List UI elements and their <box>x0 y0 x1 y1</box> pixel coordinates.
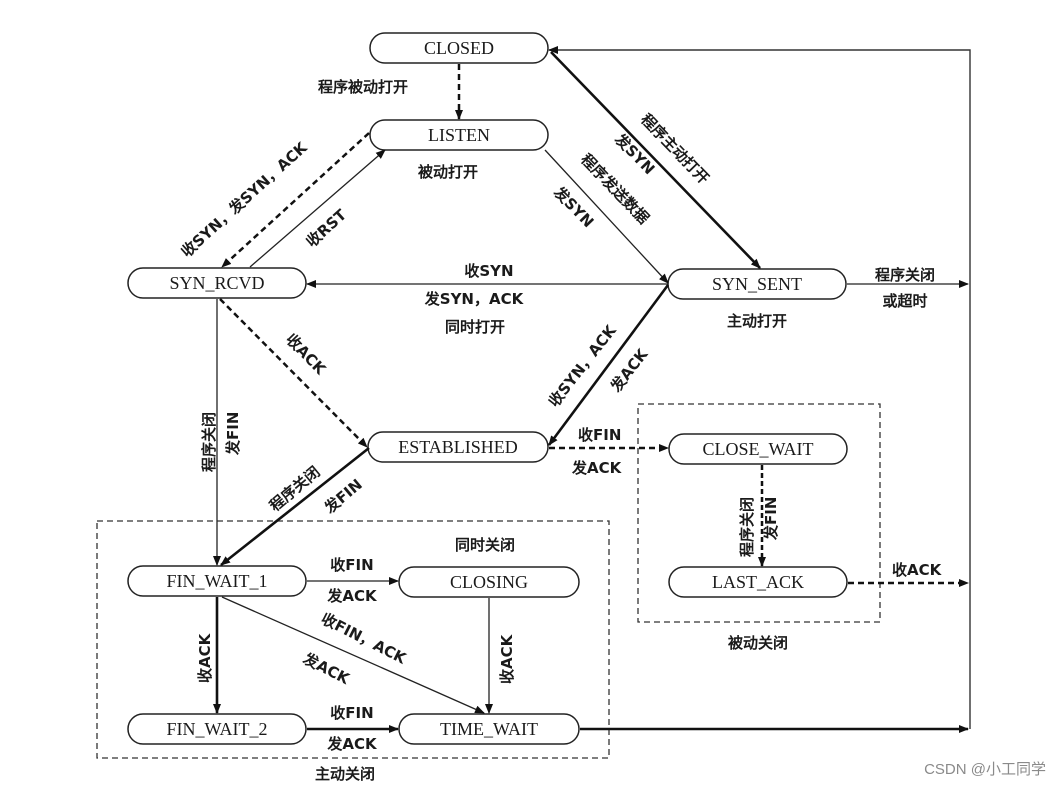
watermark: CSDN @小工同学 <box>924 761 1046 778</box>
label-simul-close: 同时关闭 <box>455 536 515 554</box>
label-cw-send-fin: 发FIN <box>762 497 780 541</box>
label-send-ack-2: 发ACK <box>571 459 623 477</box>
svg-text:FIN_WAIT_1: FIN_WAIT_1 <box>167 571 268 591</box>
active-close-box <box>96 520 610 759</box>
edge-established-finwait1 <box>220 446 370 567</box>
svg-text:FIN_WAIT_2: FIN_WAIT_2 <box>167 719 268 739</box>
label-recv-ack: 收ACK <box>282 330 330 379</box>
svg-text:TIME_WAIT: TIME_WAIT <box>440 719 538 739</box>
svg-text:CLOSED: CLOSED <box>424 38 494 58</box>
label-active-open: 主动打开 <box>727 312 787 330</box>
state-last-ack: LAST_ACK <box>668 566 848 598</box>
state-syn-rcvd: SYN_RCVD <box>127 267 307 299</box>
label-send-syn-2: 发SYN <box>549 183 597 232</box>
label-fw2-recv-fin: 收FIN <box>330 704 373 722</box>
state-close-wait: CLOSE_WAIT <box>668 433 848 465</box>
state-established: ESTABLISHED <box>367 431 549 463</box>
svg-text:CLOSING: CLOSING <box>450 572 528 592</box>
label-send-fin: 发FIN <box>224 412 242 456</box>
state-fin-wait-1: FIN_WAIT_1 <box>127 565 307 597</box>
state-listen: LISTEN <box>369 119 549 151</box>
svg-text:ESTABLISHED: ESTABLISHED <box>398 437 518 457</box>
edge-synrcvd-established <box>219 298 368 448</box>
label-simul-send-synack: 发SYN，ACK <box>424 290 525 308</box>
label-recv-rst: 收RST <box>303 205 351 251</box>
label-fw2-send-ack: 发ACK <box>326 735 378 753</box>
state-closed: CLOSED <box>369 32 549 64</box>
state-syn-sent: SYN_SENT <box>667 268 847 300</box>
edge-closed-synsent <box>550 51 761 269</box>
label-fw1-recv-fin: 收FIN <box>330 556 373 574</box>
svg-text:CLOSE_WAIT: CLOSE_WAIT <box>703 439 814 459</box>
label-fw1-send-ack-diag: 发ACK <box>299 649 353 688</box>
label-la-recv-ack: 收ACK <box>892 561 943 579</box>
label-app-close: 程序关闭 <box>200 412 218 472</box>
label-passive-open: 被动打开 <box>418 163 478 181</box>
label-send-ack: 发ACK <box>606 344 652 396</box>
state-time-wait: TIME_WAIT <box>398 713 580 745</box>
state-closing: CLOSING <box>398 566 580 598</box>
svg-text:SYN_SENT: SYN_SENT <box>712 274 802 294</box>
edge-finwait1-timewait <box>221 596 485 714</box>
edge-return-to-closed <box>548 46 971 729</box>
svg-text:LISTEN: LISTEN <box>428 125 490 145</box>
svg-text:LAST_ACK: LAST_ACK <box>712 572 804 592</box>
label-active-open-app: 程序主动打开 <box>637 110 712 187</box>
label-close-timeout-2: 或超时 <box>882 292 927 310</box>
edge-listen-synrcvd <box>221 132 370 268</box>
label-fw1-recv-ack: 收ACK <box>196 632 214 683</box>
label-passive-open-app: 程序被动打开 <box>318 78 408 96</box>
label-recv-syn-send-synack: 收SYN，发SYN，ACK <box>178 138 312 261</box>
label-simul-open: 同时打开 <box>445 318 505 336</box>
label-closing-recv-ack: 收ACK <box>498 633 516 684</box>
passive-close-box <box>637 403 881 623</box>
edge-synrcvd-listen <box>249 149 386 268</box>
label-recv-fin: 收FIN <box>578 426 621 444</box>
label-active-close: 主动关闭 <box>315 765 375 783</box>
edge-listen-synsent <box>544 149 669 284</box>
label-fw1-send-ack: 发ACK <box>326 587 378 605</box>
label-passive-close: 被动关闭 <box>728 634 788 652</box>
svg-text:SYN_RCVD: SYN_RCVD <box>169 273 264 293</box>
label-close-timeout-1: 程序关闭 <box>875 266 935 284</box>
edge-synsent-established <box>547 284 670 446</box>
label-simul-recv-syn: 收SYN <box>464 262 513 280</box>
state-fin-wait-2: FIN_WAIT_2 <box>127 713 307 745</box>
label-cw-app-close: 程序关闭 <box>738 497 756 557</box>
